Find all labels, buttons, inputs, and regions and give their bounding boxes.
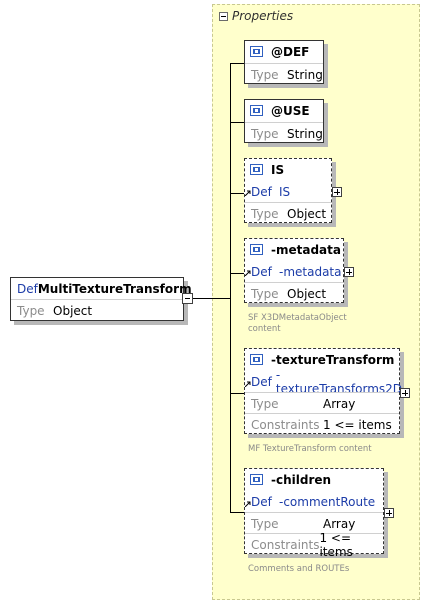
type-value: Object	[287, 206, 327, 221]
root-collapse-control[interactable]	[182, 293, 193, 304]
property-name: -children	[271, 472, 332, 487]
branch-use	[230, 122, 244, 123]
property-node-metadata[interactable]: -metadata Def -metadata Type Object	[244, 238, 344, 303]
type-value: Object	[287, 286, 327, 301]
collapse-icon	[185, 298, 190, 299]
branch-def	[230, 63, 244, 64]
expand-icon[interactable]	[344, 267, 354, 277]
property-node-texturetransform[interactable]: -textureTransform Def -textureTransforms…	[244, 348, 402, 434]
def-value: IS	[279, 184, 291, 199]
caption-line: Comments and ROUTEs	[248, 564, 350, 574]
reference-arrow-icon	[245, 190, 251, 196]
root-node[interactable]: Def MultiTextureTransform Type Object	[10, 277, 192, 321]
def-value: -commentRoute	[279, 494, 376, 509]
texturetransform-caption: MF TextureTransform content	[248, 444, 372, 455]
branch-metadata	[230, 273, 244, 274]
type-label: Type	[251, 286, 279, 301]
type-label: Type	[251, 396, 279, 411]
attribute-icon	[250, 46, 263, 57]
vertical-trunk	[230, 63, 231, 512]
root-def-label: Def	[17, 281, 38, 296]
property-node-def[interactable]: @DEF Type String	[244, 40, 324, 84]
attribute-icon	[250, 474, 263, 485]
caption-line: content	[248, 324, 281, 334]
constraints-label: Constraints	[251, 417, 320, 432]
attribute-icon	[250, 354, 263, 365]
expand-icon[interactable]	[400, 388, 410, 398]
def-label: Def	[251, 264, 272, 279]
root-type-label: Type	[17, 303, 45, 318]
type-value: String	[287, 126, 323, 141]
metadata-caption: SF X3DMetadataObject content	[248, 313, 347, 335]
root-type-value: Object	[53, 303, 93, 318]
type-value: Array	[323, 516, 356, 531]
def-label: Def	[251, 374, 272, 389]
property-name: @DEF	[271, 44, 310, 59]
def-value: -metadata	[279, 264, 342, 279]
constraints-value: 1 <= items	[323, 417, 392, 432]
property-node-use[interactable]: @USE Type String	[244, 99, 324, 143]
root-connector	[192, 298, 230, 299]
property-node-is[interactable]: IS Def IS Type Object	[244, 158, 332, 223]
property-name: @USE	[271, 103, 310, 118]
property-name: -textureTransform	[271, 352, 395, 367]
type-label: Type	[251, 206, 279, 221]
type-label: Type	[251, 126, 279, 141]
attribute-icon	[250, 244, 263, 255]
type-value: String	[287, 67, 323, 82]
def-label: Def	[251, 494, 272, 509]
root-node-name: MultiTextureTransform	[37, 281, 192, 296]
constraints-value: 1 <= items	[319, 530, 353, 559]
branch-children	[230, 512, 244, 513]
type-label: Type	[251, 516, 279, 531]
attribute-icon	[250, 105, 263, 116]
children-caption: Comments and ROUTEs	[248, 564, 349, 575]
def-label: Def	[251, 184, 272, 199]
caption-line: MF TextureTransform content	[248, 444, 372, 454]
properties-title: Properties	[232, 9, 294, 23]
constraints-label: Constraints	[251, 537, 320, 552]
type-label: Type	[251, 67, 279, 82]
property-name: -metadata	[271, 242, 341, 257]
type-value: Array	[323, 396, 356, 411]
reference-arrow-icon	[245, 501, 251, 507]
collapse-icon[interactable]	[219, 11, 228, 21]
attribute-icon	[250, 164, 263, 175]
property-node-children[interactable]: -children Def -commentRoute Type Array C…	[244, 468, 384, 559]
reference-arrow-icon	[245, 381, 251, 387]
reference-arrow-icon	[245, 270, 251, 276]
branch-is	[230, 193, 244, 194]
properties-header[interactable]: Properties	[219, 8, 293, 24]
caption-line: SF X3DMetadataObject	[248, 313, 347, 323]
branch-texturetransform	[230, 393, 244, 394]
expand-icon[interactable]	[332, 187, 342, 197]
property-name: IS	[271, 162, 285, 177]
expand-icon[interactable]	[384, 508, 394, 518]
